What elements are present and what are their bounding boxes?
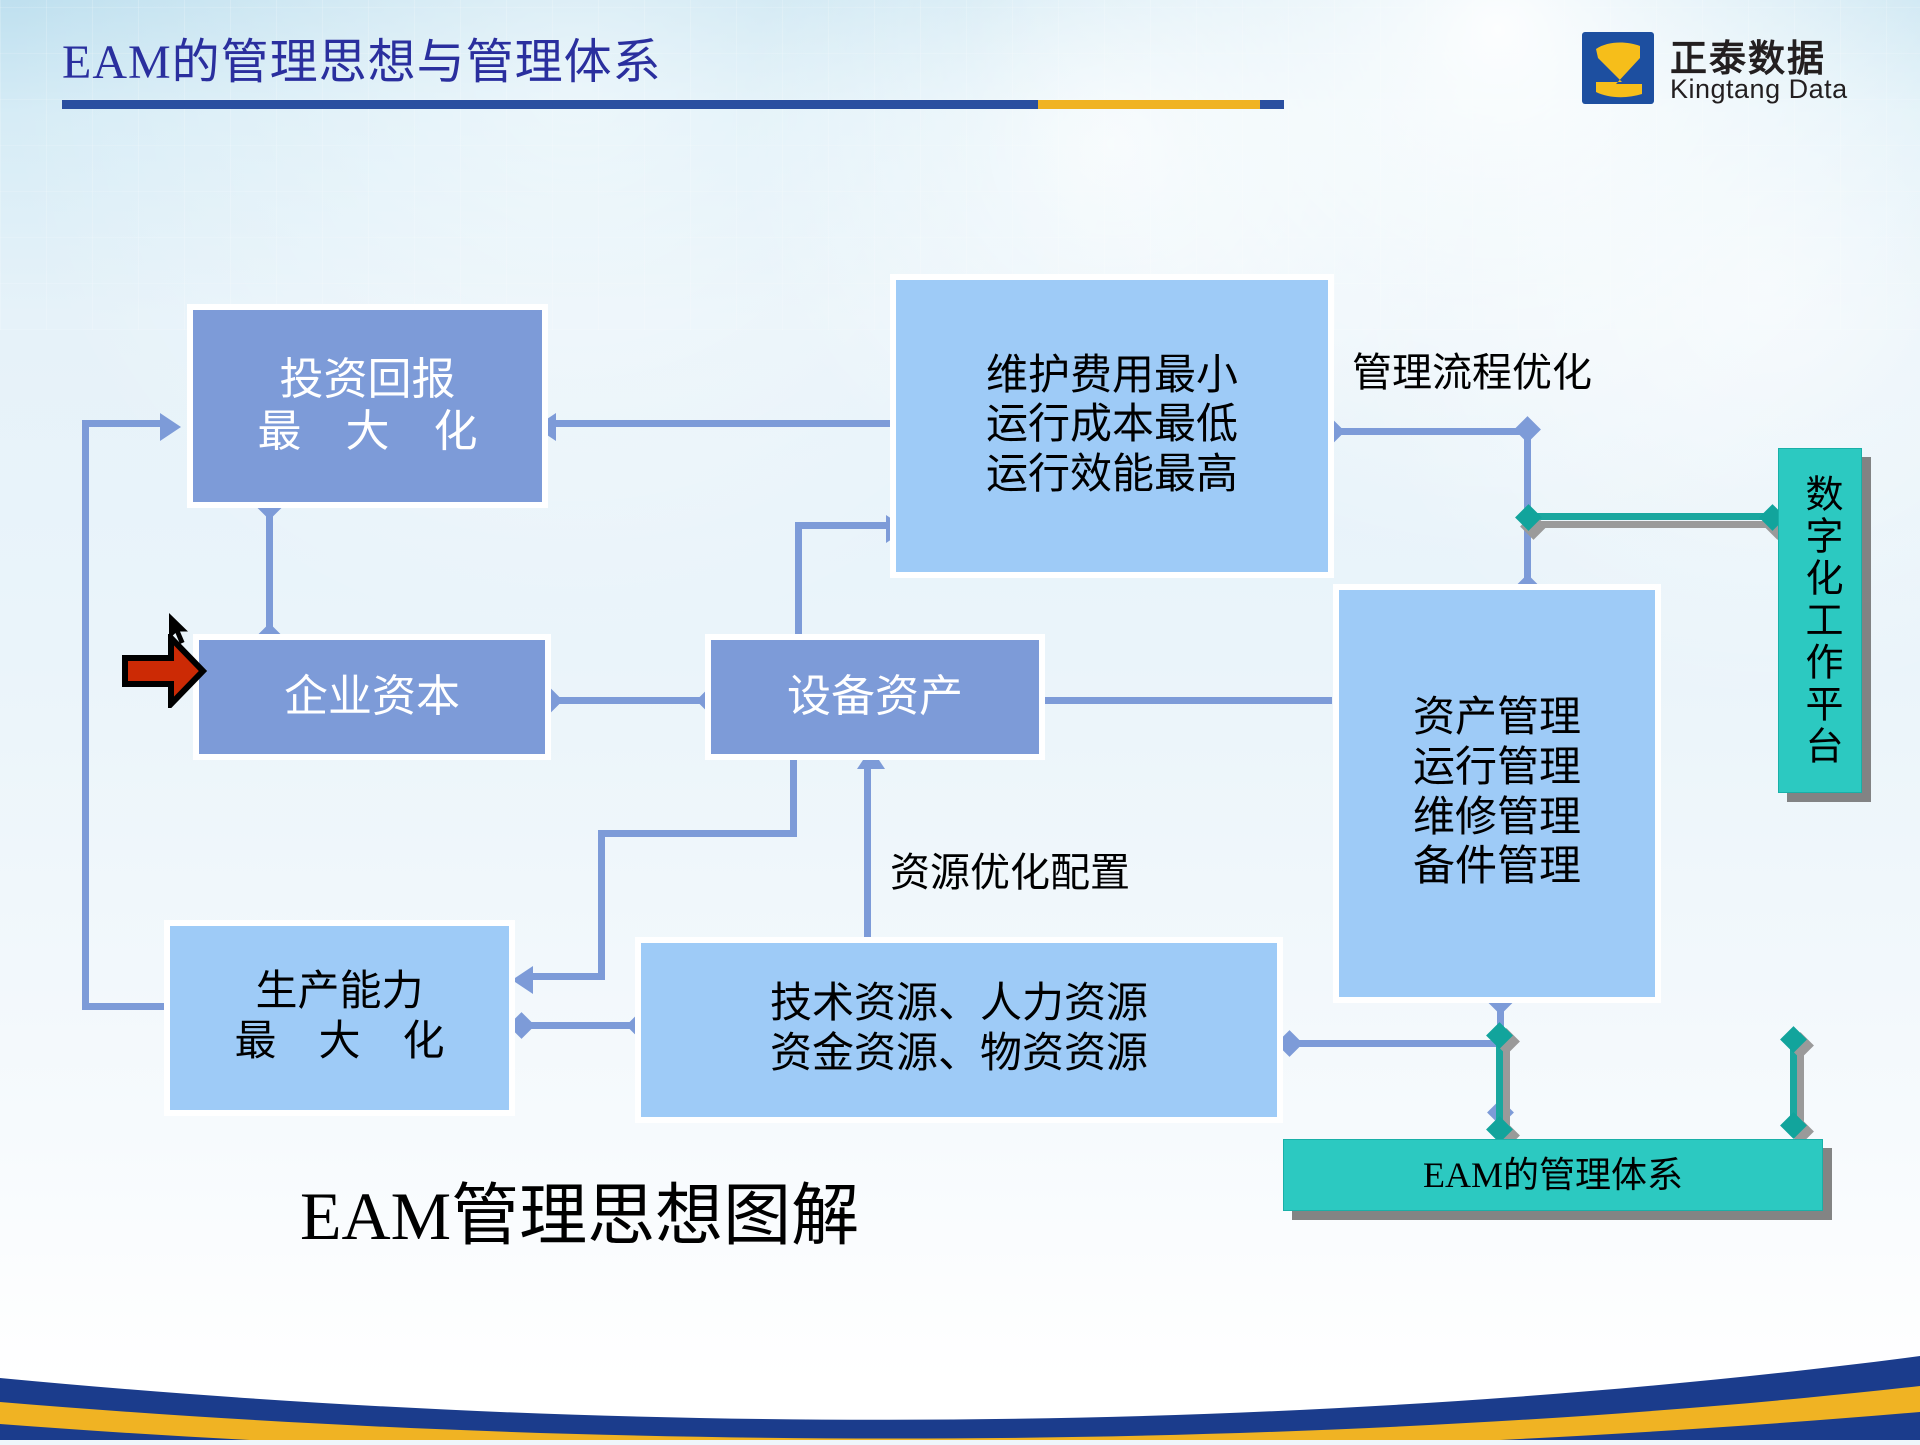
node-equipment-asset[interactable]: 设备资产 xyxy=(705,634,1045,760)
connector-resources-to-capacity xyxy=(520,1022,640,1029)
node-cost-efficiency-goals[interactable]: 维护费用最小 运行成本最低 运行效能最高 xyxy=(890,274,1334,578)
mouse-cursor-icon xyxy=(168,612,190,651)
node-management-line-1: 资产管理 xyxy=(1412,695,1581,742)
connector-cost-to-roi xyxy=(556,420,890,427)
node-resources[interactable]: 技术资源、人力资源 资金资源、物资资源 xyxy=(635,937,1283,1123)
header-rule-gold-tip xyxy=(1249,100,1260,109)
connector-capacity-to-roi-vertical xyxy=(82,420,89,1010)
node-production-capacity[interactable]: 生产能力 最 大 化 xyxy=(164,920,515,1116)
connector-rail-to-system-right xyxy=(1790,1040,1797,1132)
logo-z-icon xyxy=(1582,32,1654,104)
connector-dot-capacity-right xyxy=(508,1012,535,1039)
node-cost-line-3: 运行效能最高 xyxy=(985,451,1238,498)
connector-capacity-inlet xyxy=(533,973,605,980)
brand-logo: 正泰数据 Kingtang Data xyxy=(1582,30,1892,108)
node-digital-work-platform-label: 数字化工作平台 xyxy=(1799,473,1841,768)
connector-capital-to-equipment xyxy=(548,697,708,704)
connector-system-left-shadow xyxy=(1503,1042,1510,1142)
node-cost-line-2: 运行成本最低 xyxy=(985,402,1238,449)
connector-equipment-to-management xyxy=(1042,697,1332,704)
node-management-line-4: 备件管理 xyxy=(1412,844,1581,891)
connector-dot-rail-top xyxy=(1514,416,1541,443)
node-eam-management-system-label: EAM的管理体系 xyxy=(1423,1154,1683,1195)
node-investment-return-line-1: 投资回报 xyxy=(279,355,456,405)
node-enterprise-capital-line-1: 企业资本 xyxy=(284,672,460,722)
node-management-domains[interactable]: 资产管理 运行管理 维修管理 备件管理 xyxy=(1333,584,1661,1003)
connector-equipment-down-left xyxy=(790,757,797,837)
label-process-optimization: 管理流程优化 xyxy=(1352,350,1592,395)
diagram-caption: EAM管理思想图解 xyxy=(300,1178,860,1254)
connector-equipment-up xyxy=(795,522,802,635)
node-management-line-2: 运行管理 xyxy=(1412,744,1581,791)
connector-platform-shadow xyxy=(1536,521,1776,528)
node-investment-return[interactable]: 投资回报 最 大 化 xyxy=(187,304,548,508)
header-rule-gold xyxy=(1038,100,1260,109)
node-investment-return-line-2: 最 大 化 xyxy=(257,407,478,456)
node-enterprise-capital[interactable]: 企业资本 xyxy=(193,634,551,760)
node-production-capacity-line-1: 生产能力 xyxy=(255,969,424,1016)
connector-system-right-shadow xyxy=(1797,1046,1804,1138)
node-equipment-asset-line-1: 设备资产 xyxy=(787,672,963,722)
connector-dot-resources-right xyxy=(1276,1030,1303,1057)
node-resources-line-2: 资金资源、物资资源 xyxy=(769,1031,1148,1077)
label-resource-allocation: 资源优化配置 xyxy=(890,850,1130,895)
connector-rail-to-platform xyxy=(1530,513,1778,520)
connector-resources-to-equipment xyxy=(864,760,871,940)
footer-decoration xyxy=(0,1290,1920,1445)
connector-equipment-left-run xyxy=(598,830,797,837)
arrow-into-capacity-right xyxy=(512,966,533,994)
connector-down-to-capacity xyxy=(598,830,605,973)
node-cost-line-1: 维护费用最小 xyxy=(985,352,1238,399)
connector-roi-inlet xyxy=(82,420,164,427)
connector-roi-to-capital xyxy=(266,505,273,637)
red-pointer-arrow-icon xyxy=(121,630,208,713)
node-digital-work-platform[interactable]: 数字化工作平台 xyxy=(1778,448,1862,793)
arrow-into-roi-left xyxy=(160,413,181,441)
node-resources-line-1: 技术资源、人力资源 xyxy=(769,981,1148,1028)
node-production-capacity-line-2: 最 大 化 xyxy=(234,1019,445,1065)
header-rule-blue xyxy=(62,100,1284,109)
logo-name-en: Kingtang Data xyxy=(1670,74,1848,104)
connector-capacity-to-roi-bottom xyxy=(82,1003,166,1010)
node-eam-management-system[interactable]: EAM的管理体系 xyxy=(1283,1139,1823,1211)
connector-rail-to-system-left xyxy=(1496,1036,1503,1136)
logo-name-cn: 正泰数据 xyxy=(1670,38,1826,79)
page-title: EAM的管理思想与管理体系 xyxy=(62,36,662,89)
node-management-line-3: 维修管理 xyxy=(1412,794,1581,841)
connector-equipment-to-cost xyxy=(795,522,893,529)
connector-cost-to-right-rail xyxy=(1330,428,1527,435)
connector-resources-to-rail xyxy=(1288,1040,1504,1047)
